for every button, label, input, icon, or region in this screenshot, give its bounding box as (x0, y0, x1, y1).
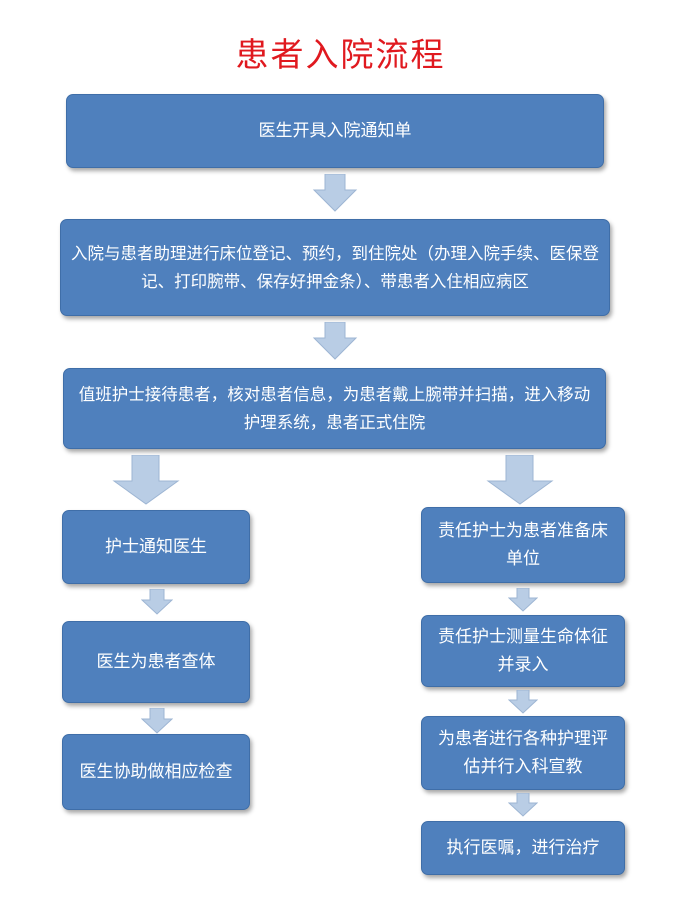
left-step-3-label: 医生协助做相应检查 (79, 761, 233, 782)
right-step-execute-orders: 执行医嘱，进行治疗 (421, 821, 625, 875)
left-step-doctor-checkups: 医生协助做相应检查 (62, 734, 250, 810)
down-arrow-icon (312, 174, 358, 212)
down-arrow-icon (312, 322, 358, 360)
down-arrow-icon (508, 793, 538, 817)
right-step-prepare-bed: 责任护士为患者准备床单位 (421, 507, 625, 583)
down-arrow-icon (508, 690, 538, 714)
right-step-nursing-assessment: 为患者进行各种护理评估并行入科宣教 (421, 716, 625, 790)
right-step-1-label: 责任护士为患者准备床单位 (438, 520, 608, 569)
step-3-label: 值班护士接待患者，核对患者信息，为患者戴上腕带并扫描，进入移动护理系统，患者正式… (78, 385, 591, 432)
down-arrow-icon (141, 708, 173, 734)
left-step-nurse-notifies-doctor: 护士通知医生 (62, 510, 250, 584)
right-step-4-label: 执行医嘱，进行治疗 (446, 837, 600, 858)
left-step-1-label: 护士通知医生 (105, 536, 207, 557)
step-registration-and-admission: 入院与患者助理进行床位登记、预约，到住院处（办理入院手续、医保登记、打印腕带、保… (60, 219, 610, 316)
down-arrow-icon (508, 588, 538, 612)
down-arrow-icon (141, 589, 173, 615)
step-duty-nurse-reception: 值班护士接待患者，核对患者信息，为患者戴上腕带并扫描，进入移动护理系统，患者正式… (63, 368, 606, 449)
left-step-doctor-examination: 医生为患者查体 (62, 621, 250, 703)
page-title: 患者入院流程 (235, 35, 446, 74)
right-step-3-label: 为患者进行各种护理评估并行入科宣教 (438, 728, 608, 777)
step-doctor-issues-admission-notice: 医生开具入院通知单 (66, 94, 604, 168)
down-arrow-icon (486, 455, 554, 505)
step-1-label: 医生开具入院通知单 (258, 120, 412, 141)
down-arrow-icon (112, 455, 180, 505)
step-2-label: 入院与患者助理进行床位登记、预约，到住院处（办理入院手续、医保登记、打印腕带、保… (71, 244, 599, 291)
left-step-2-label: 医生为患者查体 (96, 651, 216, 672)
right-step-2-label: 责任护士测量生命体征并录入 (438, 626, 608, 675)
right-step-measure-vitals: 责任护士测量生命体征并录入 (421, 615, 625, 687)
